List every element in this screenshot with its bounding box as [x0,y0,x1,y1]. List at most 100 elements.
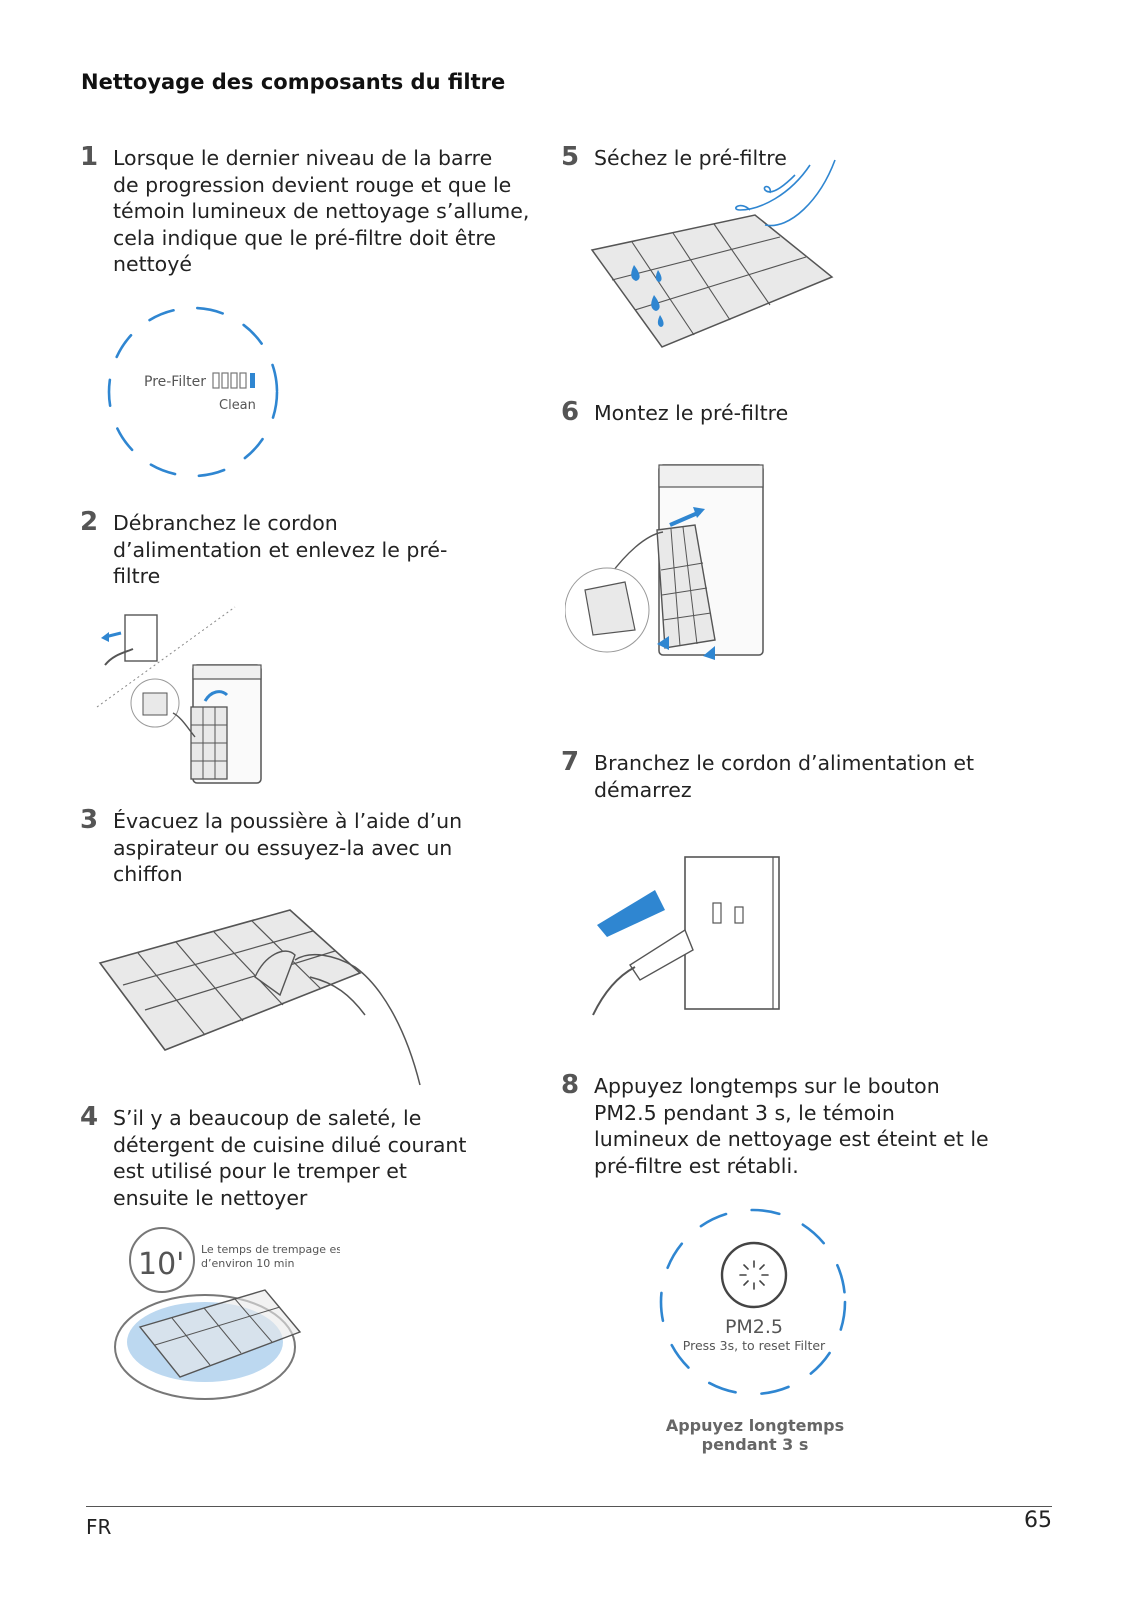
wall-socket [684,856,780,1010]
step-text: S’il y a beaucoup de saleté, le détergen… [113,1105,466,1211]
hand-outline [309,976,366,1016]
footer-divider [86,1506,1052,1507]
arrow-head-icon [693,507,705,518]
step-4: 4 S’il y a beaucoup de saleté, le déterg… [80,1103,550,1218]
step-number: 3 [80,805,99,835]
arrow-icon [669,510,701,527]
progress-segment [221,372,229,389]
filter-panel [590,214,834,348]
water-drop-icon [657,315,664,327]
brush-filter-illustration [98,909,421,1086]
reset-instruction: Press 3s, to reset Filter [683,1338,826,1353]
step-line: pré-filtre est rétabli. [594,1153,799,1178]
wind-icon [735,164,811,211]
step-line: aspirateur ou essuyez-la avec un [113,835,453,860]
plug-in-illustration [592,856,780,1016]
progress-bar [212,372,255,389]
step-8-caption: Appuyez longtemps pendant 3 s [645,1416,865,1454]
step-line: Montez le pré-filtre [594,401,789,425]
step-line: de progression devient rouge et que le [113,172,512,197]
progress-segment [230,372,238,389]
arrow-head-icon [703,646,715,660]
purifier-top [658,464,764,488]
step-6: 6 Montez le pré-filtre [561,398,1031,438]
step-line: Évacuez la poussière à l’aide d’un [113,809,463,833]
step-number: 7 [561,747,580,777]
progress-segment-active [250,373,255,388]
step-line: filtre [113,564,161,588]
step-text: Appuyez longtemps sur le bouton PM2.5 pe… [594,1073,989,1179]
pm25-label: PM2.5 [725,1316,783,1338]
step-1: 1 Lorsque le dernier niveau de la barre … [80,143,550,283]
step-5: 5 Séchez le pré-filtre [561,143,1031,183]
step-text: Montez le pré-filtre [594,400,788,427]
step-line: détergent de cuisine dilué courant [113,1132,467,1157]
loading-icon [739,1260,769,1290]
dashed-circle [659,1208,847,1396]
step-line: cela indique que le pré-filtre doit être [113,225,496,250]
step-text: Débranchez le cordon d’alimentation et e… [113,510,447,590]
pm25-button-illustration: PM2.5 Press 3s, to reset Filter [659,1208,847,1396]
progress-segment [212,372,220,389]
brush-icon [254,950,296,997]
filter-grid [122,920,336,1036]
step-line: Lorsque le dernier niveau de la barre [113,146,493,170]
soak-note: Le temps de trempage est [201,1243,340,1256]
prefilter-indicator-illustration: Pre-Filter Clean [107,306,279,478]
step-8: 8 Appuyez longtemps sur le bouton PM2.5 … [561,1071,1031,1186]
arrow-icon [597,890,665,937]
step-7: 7 Branchez le cordon d’alimentation et d… [561,748,1031,808]
socket-slot [712,902,722,924]
socket-slot [734,906,744,924]
caption-line: Appuyez longtemps [665,1416,845,1435]
filter-panel [656,524,716,649]
wall-socket [124,614,158,662]
power-cord [592,966,636,1016]
arrow-head-icon [657,636,669,650]
water-drop-icon [631,265,640,281]
step-line: S’il y a beaucoup de saleté, le [113,1106,422,1130]
filter-grid [611,223,807,336]
power-cord [104,648,134,666]
unplug-illustration [96,606,262,784]
prefilter-label: Pre-Filter [144,374,206,390]
water-drop-icon [655,270,662,282]
step-line: nettoyé [113,252,192,276]
step-number: 4 [80,1102,99,1132]
purifier-top [192,664,262,680]
hand-outline [294,953,421,1086]
step-line: Séchez le pré-filtre [594,146,787,170]
detail-filter [142,692,168,716]
step-line: démarrez [594,777,692,802]
pm25-button[interactable] [720,1241,788,1309]
page-title: Nettoyage des composants du filtre [81,70,506,94]
step-line: PM2.5 pendant 3 s, le témoin [594,1100,895,1125]
step-line: Débranchez le cordon [113,511,338,535]
step-line: témoin lumineux de nettoyage s’allume, [113,199,530,223]
step-text: Évacuez la poussière à l’aide d’un aspir… [113,808,462,888]
filter-panel [98,909,362,1051]
timer-value: 10' [138,1247,184,1282]
step-text: Lorsque le dernier niveau de la barre de… [113,145,529,278]
footer-language: FR [86,1515,112,1539]
dashed-circle [107,306,279,478]
step-text: Séchez le pré-filtre [594,145,787,172]
progress-segment [239,372,247,389]
mount-filter-illustration [565,464,764,660]
step-3: 3 Évacuez la poussière à l’aide d’un asp… [80,806,550,896]
arrow-head-icon [101,632,109,642]
step-number: 6 [561,397,580,427]
page-number: 65 [1024,1508,1052,1533]
soak-illustration: 10' Le temps de trempage est d’environ 1… [114,1227,340,1400]
detail-filter [584,581,636,636]
step-number: 8 [561,1070,580,1100]
step-line: lumineux de nettoyage est éteint et le [594,1127,989,1151]
step-number: 1 [80,142,99,172]
soak-note: d’environ 10 min [201,1257,295,1270]
wind-icon [764,159,836,227]
hand-outline [172,712,196,738]
wind-icon [763,174,796,194]
clean-label: Clean [219,398,256,413]
step-number: 5 [561,142,580,172]
step-line: ensuite le nettoyer [113,1185,308,1210]
